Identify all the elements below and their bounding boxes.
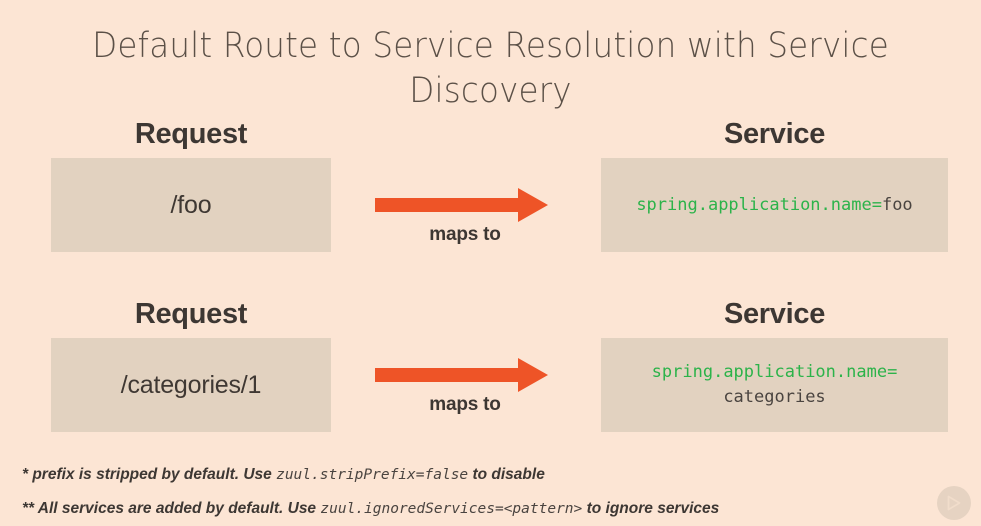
service-heading-row-1: Service xyxy=(723,118,826,150)
request-value-row-2: /categories/1 xyxy=(120,370,262,399)
play-next-icon xyxy=(947,495,961,511)
service-config-key-row-2: spring.application.name= xyxy=(651,362,898,383)
request-value-row-1: /foo xyxy=(170,190,212,219)
footnote-1-code: zuul.stripPrefix=false xyxy=(276,467,469,483)
maps-to-label-row-1: maps to xyxy=(429,224,501,245)
footnote-2-trail: to ignore services xyxy=(582,500,720,517)
footnote-1: * prefix is stripped by default. Use zuu… xyxy=(22,466,545,484)
request-box-row-2: /categories/1 xyxy=(51,338,331,432)
footnote-2-code: zuul.ignoredServices=<pattern> xyxy=(320,501,583,517)
page-title: Default Route to Service Resolution with… xyxy=(92,26,889,111)
service-heading-row-2: Service xyxy=(723,298,826,330)
footnote-2-lead: ** All services are added by default. Us… xyxy=(22,500,321,517)
service-config-value-row-1: foo xyxy=(881,194,913,215)
request-heading-row-1: Request xyxy=(134,118,248,150)
service-config-row-1: spring.application.name=foo xyxy=(636,193,912,218)
service-config-row-2: spring.application.name= categories xyxy=(652,360,898,409)
service-config-value-row-2: categories xyxy=(723,387,826,407)
next-slide-button[interactable] xyxy=(937,486,971,520)
service-box-row-1: spring.application.name=foo xyxy=(601,158,948,252)
request-box-row-1: /foo xyxy=(51,158,331,252)
request-heading-row-2: Request xyxy=(134,298,248,330)
footnote-1-lead: * prefix is stripped by default. Use xyxy=(22,466,277,483)
maps-to-label-row-2: maps to xyxy=(429,394,501,415)
service-config-key-row-1: spring.application.name= xyxy=(636,194,882,215)
maps-to-arrow-row-2: maps to xyxy=(375,358,555,430)
footnote-2: ** All services are added by default. Us… xyxy=(22,500,719,518)
service-box-row-2: spring.application.name= categories xyxy=(601,338,948,432)
footnote-1-trail: to disable xyxy=(468,466,545,483)
maps-to-arrow-row-1: maps to xyxy=(375,188,555,260)
